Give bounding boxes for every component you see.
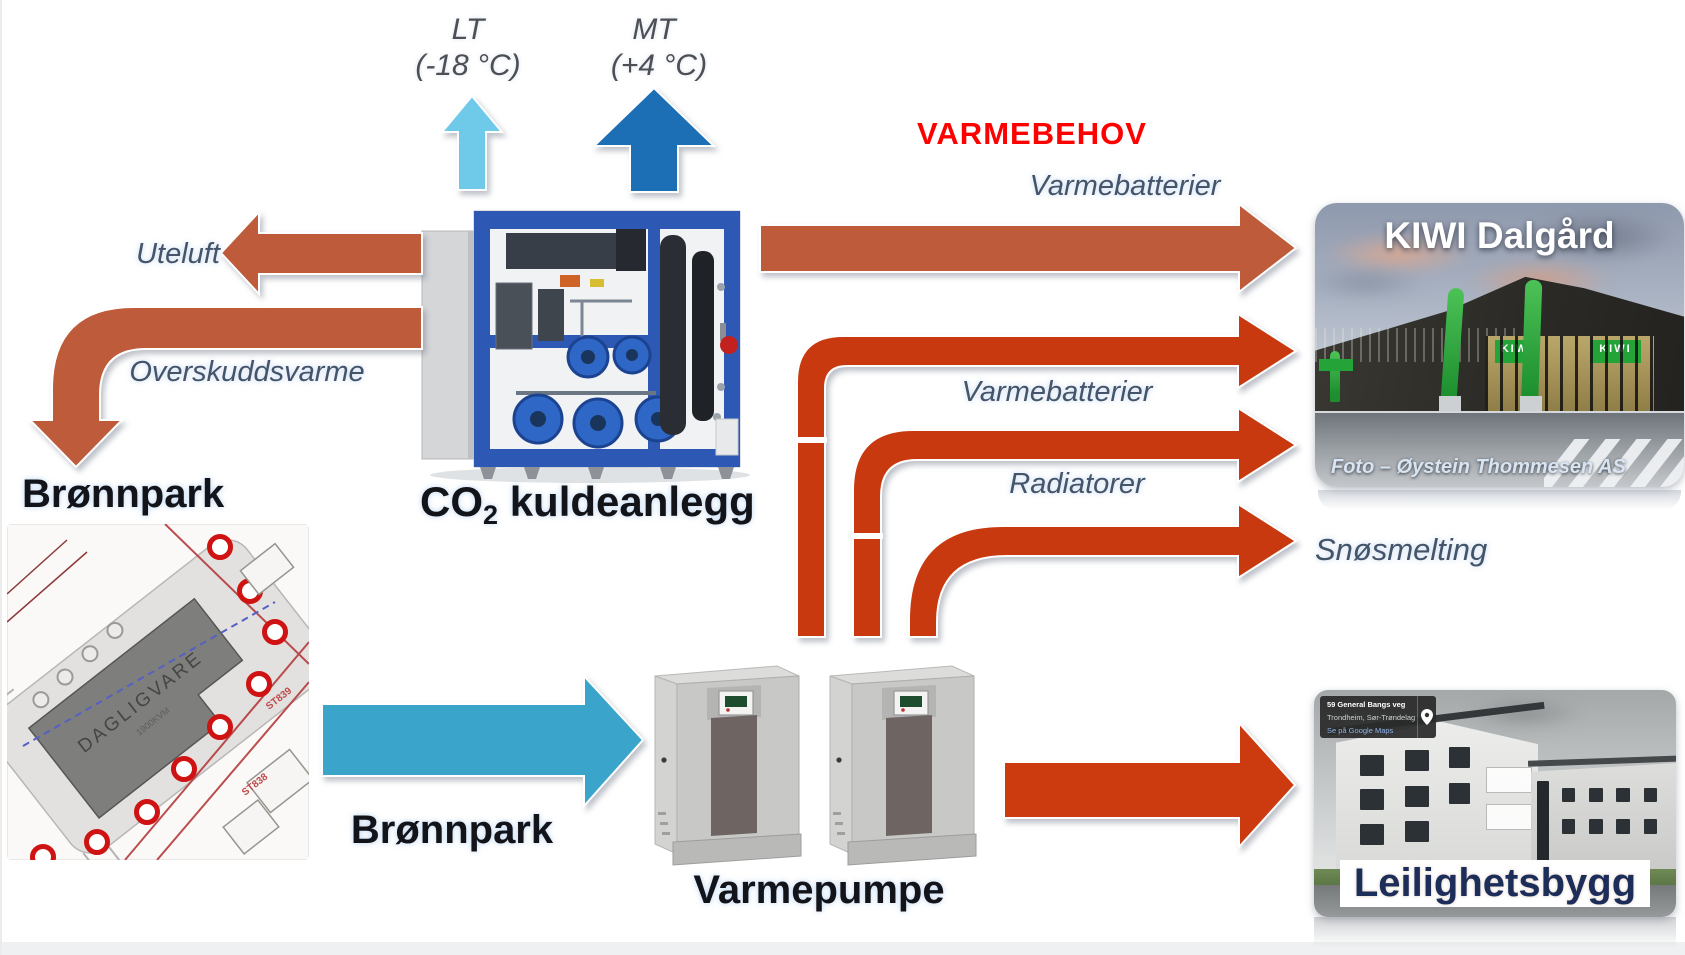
pipe-joint-2 <box>851 533 883 539</box>
cloud-slate-2 <box>1315 265 1425 301</box>
mt-arrow <box>591 86 717 193</box>
apartment-title-banner: Leilighetsbygg <box>1340 860 1650 907</box>
radiatorer-elbow-arrow <box>852 406 1298 638</box>
bronnpark-arrow-label: Brønnpark <box>350 808 554 852</box>
map-pin-icon <box>1417 696 1436 738</box>
lt-label: LT <box>451 13 485 46</box>
co2-suffix: kuldeanlegg <box>498 478 755 525</box>
snosmelting-label: Snøsmelting <box>1315 532 1488 567</box>
co2-prefix: CO <box>420 478 483 525</box>
varmebatterier-mid-label: Varmebatterier <box>961 376 1153 408</box>
info-address: 59 General Bangs veg <box>1327 700 1406 709</box>
varmebatterier-top-arrow <box>759 201 1298 295</box>
kiwi-store-photo: KIWI KIWI KIWI Dalgård Foto – Øystein Th… <box>1315 203 1684 487</box>
radiatorer-label: Radiatorer <box>1009 468 1145 500</box>
varmebatterier-top-label: Varmebatterier <box>1029 170 1221 202</box>
slide-footer-strip <box>2 942 1685 955</box>
kiwi-photo-title: KIWI Dalgård <box>1384 215 1615 256</box>
apartment-building-right <box>1531 762 1676 877</box>
lt-temp-label: (-18 °C) <box>415 49 521 82</box>
overskuddsvarme-arrow <box>27 306 423 469</box>
overskuddsvarme-label: Overskuddsvarme <box>129 356 365 388</box>
pipe-joint-1 <box>795 437 827 443</box>
mt-temp-label: (+4 °C) <box>610 49 708 82</box>
co2-machine-image <box>421 210 750 483</box>
mt-label: MT <box>632 13 676 46</box>
info-city: Trondheim, Sør-Trøndelag <box>1327 713 1416 722</box>
kiwi-left-sign <box>1318 359 1353 372</box>
leilighetsbygg-arrow <box>1003 720 1297 850</box>
co2-kuldeanlegg-label: CO2 kuldeanlegg <box>420 478 755 531</box>
apartment-balcony <box>1485 766 1533 793</box>
kiwi-storefront-mullions <box>1484 336 1655 414</box>
uteluft-label: Uteluft <box>136 238 220 270</box>
varmebehov-heading: VARMEBEHOV <box>917 116 1147 151</box>
cloud-slate-1 <box>1525 211 1675 263</box>
info-maps-link: Se på Google Maps <box>1327 726 1394 735</box>
apartment-building-left <box>1335 721 1539 872</box>
apartment-photo: 59 General Bangs veg Trondheim, Sør-Trøn… <box>1314 690 1676 917</box>
bronnpark-heading: Brønnpark <box>22 472 225 516</box>
bronnpark-arrow <box>321 673 645 809</box>
street-view-info-box: 59 General Bangs veg Trondheim, Sør-Trøn… <box>1320 696 1436 738</box>
heat-pump-unit-1 <box>654 665 802 866</box>
bronnpark-map-image: DAGLIGVARE 1900KVM ST838 ST839 <box>7 524 309 860</box>
varmebatterier-elbow-arrow <box>796 312 1298 638</box>
snosmelting-elbow-arrow <box>908 502 1298 638</box>
kiwi-photo-credit: Foto – Øystein Thommesen AS <box>1331 456 1626 478</box>
varmepumpe-label: Varmepumpe <box>693 868 945 912</box>
lt-arrow <box>439 94 505 191</box>
co2-subscript: 2 <box>483 500 499 530</box>
heat-pump-unit-2 <box>829 665 977 866</box>
kiwi-green-banner <box>1329 350 1340 402</box>
uteluft-arrow <box>219 209 423 297</box>
apartment-title: Leilighetsbygg <box>1353 861 1637 905</box>
